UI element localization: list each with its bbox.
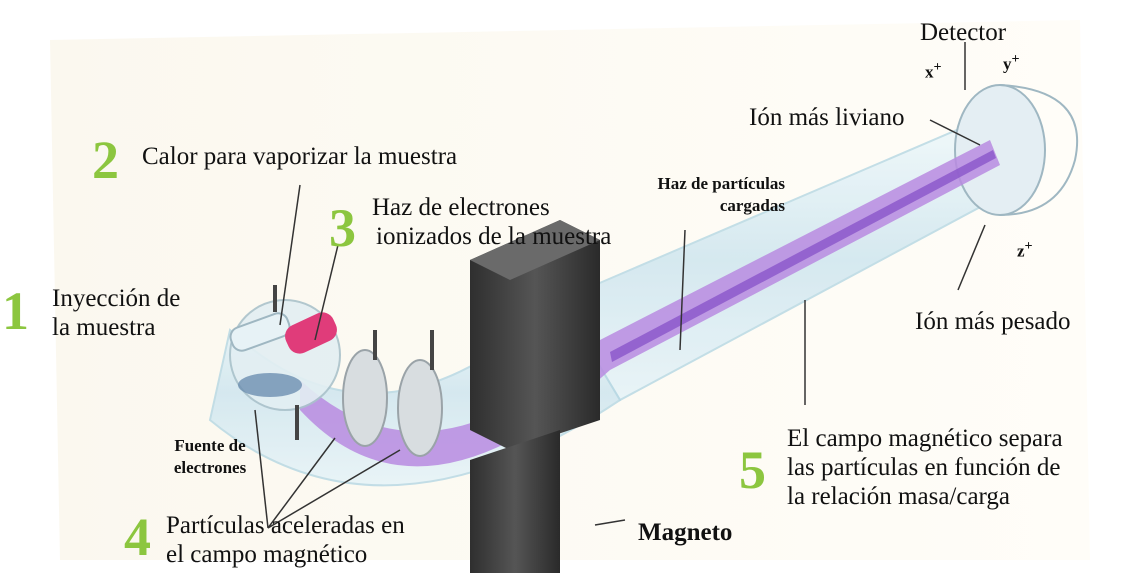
step-number-1: 1 bbox=[2, 281, 29, 341]
accelerated-label: Partículas aceleradas en el campo magnét… bbox=[166, 511, 405, 569]
beam-label-line-2: cargadas bbox=[719, 196, 785, 215]
axis-y-sign: + bbox=[1011, 51, 1020, 67]
axis-z-letter: z bbox=[1017, 241, 1025, 261]
step-number-4: 4 bbox=[124, 507, 151, 567]
magnet-upper-face bbox=[470, 220, 600, 280]
heavy-ion-label: Ión más pesado bbox=[915, 308, 1071, 335]
light-ion-label: Ión más liviano bbox=[749, 104, 905, 131]
accelerated-line-1: Partículas aceleradas en bbox=[166, 512, 405, 539]
heat-label: Calor para vaporizar la muestra bbox=[142, 143, 458, 170]
step-number-5: 5 bbox=[739, 440, 766, 500]
axis-x-letter: x bbox=[925, 62, 934, 82]
electron-source-line-2: electrones bbox=[173, 458, 247, 477]
leader-light-ion bbox=[929, 119, 981, 146]
detector-cap bbox=[999, 84, 1079, 216]
accelerated-line-2: el campo magnético bbox=[166, 541, 368, 568]
beam-label: Haz de partículas cargadas bbox=[600, 173, 786, 217]
injection-label: Inyección de la muestra bbox=[52, 284, 180, 342]
axis-y-letter: y bbox=[1003, 54, 1012, 74]
injection-line-1: Inyección de bbox=[52, 285, 181, 312]
detector-label: Detector bbox=[920, 19, 1007, 46]
electron-source-label: Fuente de electrones bbox=[150, 435, 270, 479]
leader-accel-3 bbox=[254, 409, 269, 529]
ion-beam-core bbox=[610, 150, 996, 362]
sample-injection-tube bbox=[229, 312, 291, 352]
field-separates-label: El campo magnético separa las partículas… bbox=[787, 424, 1063, 511]
injection-line-2: la muestra bbox=[52, 314, 156, 341]
leader-heavy-ion bbox=[957, 224, 986, 291]
accelerator-plate-1 bbox=[342, 349, 388, 447]
axis-y-label: y+ bbox=[1003, 50, 1020, 74]
field-separates-line-2: las partículas en función de bbox=[787, 454, 1061, 481]
leader-beam bbox=[679, 229, 686, 351]
electron-beam-line-1: Haz de electrones bbox=[372, 194, 550, 221]
electron-source-line-1: Fuente de bbox=[174, 436, 246, 455]
leader-accel-2 bbox=[267, 449, 401, 529]
leader-heat bbox=[279, 184, 301, 326]
axis-z-label: z+ bbox=[1017, 237, 1033, 261]
accelerator-plate-2 bbox=[397, 359, 443, 457]
axis-z-sign: + bbox=[1024, 238, 1033, 254]
magnet-lower bbox=[470, 430, 560, 573]
axis-x-label: x+ bbox=[925, 58, 942, 82]
axis-x-sign: + bbox=[933, 59, 942, 75]
electron-source-dish bbox=[238, 373, 302, 397]
field-separates-line-1: El campo magnético separa bbox=[787, 425, 1063, 452]
step-number-2: 2 bbox=[92, 130, 119, 190]
magnet-upper bbox=[470, 220, 600, 450]
leader-electron-beam bbox=[314, 244, 339, 341]
step-number-3: 3 bbox=[329, 198, 356, 258]
electron-beam-label: Haz de electrones ionizados de la muestr… bbox=[372, 193, 611, 251]
electron-beam-line-2: ionizados de la muestra bbox=[376, 223, 612, 250]
leader-magnet bbox=[594, 519, 626, 526]
heated-sample-coil bbox=[285, 312, 337, 354]
field-separates-line-3: la relación masa/carga bbox=[787, 483, 1011, 510]
detector-disk bbox=[954, 84, 1046, 216]
beam-label-line-1: Haz de partículas bbox=[657, 174, 786, 193]
magnet-label: Magneto bbox=[638, 519, 733, 546]
leader-accel-1 bbox=[267, 437, 336, 529]
